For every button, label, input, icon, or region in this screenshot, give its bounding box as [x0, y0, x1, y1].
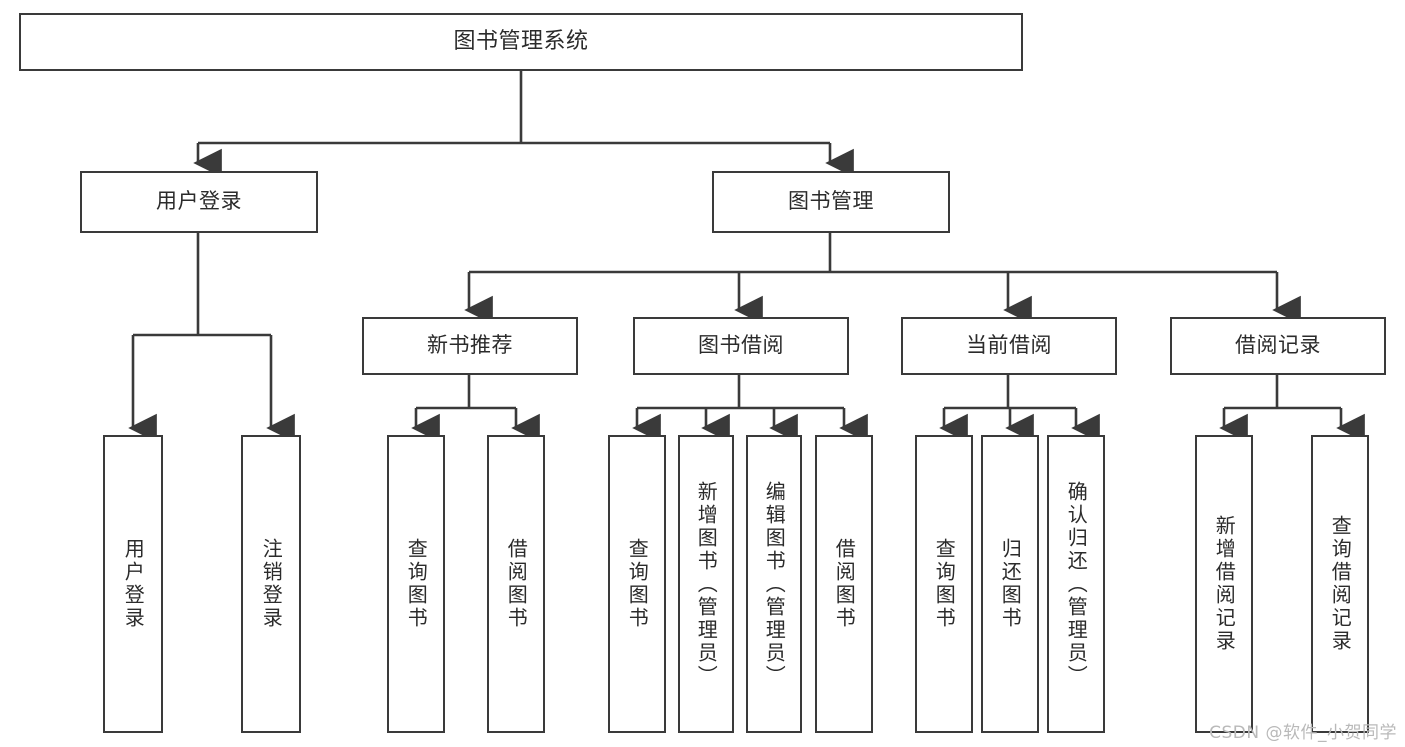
- leaf-query-book-borrow[interactable]: 查询图书: [608, 435, 666, 733]
- leaf-logout-login[interactable]: 注销登录: [241, 435, 301, 733]
- node-label: 图书管理: [788, 189, 874, 214]
- node-root-book-management-system[interactable]: 图书管理系统: [19, 13, 1023, 71]
- node-label: 借阅记录: [1235, 333, 1321, 358]
- leaf-borrow-book-recommend[interactable]: 借阅图书: [487, 435, 545, 733]
- edge-user-login-to-leaves: [128, 233, 295, 443]
- leaf-add-book-admin[interactable]: 新增图书（管理员）: [678, 435, 734, 733]
- node-label: 注销登录: [259, 538, 284, 630]
- node-label: 确认归还（管理员）: [1064, 480, 1089, 688]
- leaf-borrow-book-borrow[interactable]: 借阅图书: [815, 435, 873, 733]
- node-borrow-record[interactable]: 借阅记录: [1170, 317, 1386, 375]
- leaf-confirm-return-admin[interactable]: 确认归还（管理员）: [1047, 435, 1105, 733]
- edge-book-borrow-to-leaves: [632, 375, 868, 443]
- node-current-borrow[interactable]: 当前借阅: [901, 317, 1117, 375]
- node-label: 查询借阅记录: [1328, 515, 1353, 653]
- node-book-borrow[interactable]: 图书借阅: [633, 317, 849, 375]
- node-label: 编辑图书（管理员）: [762, 480, 787, 688]
- edge-book-manage-to-level3: [464, 233, 1301, 325]
- node-label: 查询图书: [625, 538, 650, 630]
- node-label: 归还图书: [998, 538, 1023, 630]
- edge-new-book-to-leaves: [411, 375, 540, 443]
- csdn-watermark: CSDN @软件_小贺同学: [1209, 723, 1397, 743]
- node-label: 查询图书: [404, 538, 429, 630]
- node-book-management[interactable]: 图书管理: [712, 171, 950, 233]
- edge-root-to-level2: [193, 71, 854, 178]
- leaf-query-book-current[interactable]: 查询图书: [915, 435, 973, 733]
- node-label: 图书管理系统: [453, 28, 589, 54]
- leaf-edit-book-admin[interactable]: 编辑图书（管理员）: [746, 435, 802, 733]
- node-label: 当前借阅: [966, 333, 1052, 358]
- node-label: 用户登录: [156, 189, 242, 214]
- node-label: 图书借阅: [698, 333, 784, 358]
- node-new-book-recommend[interactable]: 新书推荐: [362, 317, 578, 375]
- leaf-query-borrow-record[interactable]: 查询借阅记录: [1311, 435, 1369, 733]
- leaf-query-book-recommend[interactable]: 查询图书: [387, 435, 445, 733]
- node-label: 查询图书: [932, 538, 957, 630]
- node-label: 借阅图书: [504, 538, 529, 630]
- node-label: 借阅图书: [832, 538, 857, 630]
- node-label: 新增借阅记录: [1212, 515, 1237, 653]
- leaf-user-login[interactable]: 用户登录: [103, 435, 163, 733]
- leaf-return-book[interactable]: 归还图书: [981, 435, 1039, 733]
- node-label: 用户登录: [121, 538, 146, 630]
- node-user-login[interactable]: 用户登录: [80, 171, 318, 233]
- edge-borrow-record-to-leaves: [1219, 375, 1365, 443]
- leaf-add-borrow-record[interactable]: 新增借阅记录: [1195, 435, 1253, 733]
- node-label: 新增图书（管理员）: [694, 480, 719, 688]
- edge-current-borrow-to-leaves: [939, 375, 1100, 443]
- node-label: 新书推荐: [427, 333, 513, 358]
